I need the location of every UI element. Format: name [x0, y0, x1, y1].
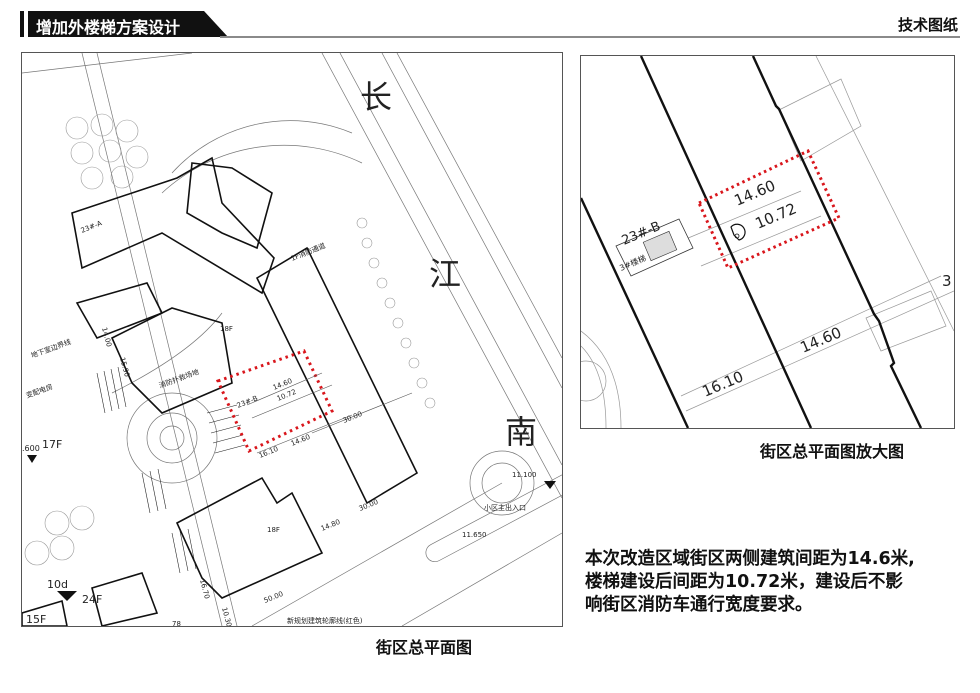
label-23b: 23#-B: [236, 394, 259, 410]
description-note: 本次改造区域街区两侧建筑间距为14.6米, 楼梯建设后间距为10.72米，建设后…: [585, 548, 965, 617]
elevation-marker-icon: [57, 591, 77, 601]
note-line: 响街区消防车通行宽度要求。: [585, 595, 813, 615]
label-24f: 24F: [82, 593, 102, 606]
zoomed-plan-drawing: 3#楼梯 14.60 10.72 23#-B 14.60 16.10 3: [580, 55, 955, 429]
label-23a: 23#-A: [80, 219, 104, 235]
label-10d: 10d: [47, 578, 68, 591]
elev-600: .600: [22, 444, 40, 453]
note-line: 楼梯建设后间距为10.72米，建设后不影: [585, 572, 903, 592]
site-plan-drawing: 长 江 南 14.60 10.72 16.10 14.60 30.00 30.0…: [21, 52, 563, 627]
dimension-lines: [246, 372, 413, 454]
dim-15-90: 15.90: [118, 356, 131, 377]
site-plan-caption: 街区总平面图: [376, 638, 473, 657]
header-divider: [220, 36, 960, 38]
elev-11-100: 11.100: [512, 471, 537, 479]
road-char-2: 江: [429, 255, 461, 293]
dim-14-60-label: 14.60: [798, 323, 845, 356]
page-title: 增加外楼梯方案设计: [36, 18, 181, 37]
label-15f: 15F: [26, 613, 46, 626]
dim-14-80: 14.80: [320, 518, 342, 533]
spiral-stair-icon: [730, 223, 746, 241]
header-title-tab: 增加外楼梯方案设计: [28, 11, 228, 37]
dim-16-10: 16.10: [258, 445, 280, 460]
parking-stalls: [96, 366, 246, 574]
elevation-marker-icon: [544, 481, 556, 489]
trees: [24, 113, 436, 566]
zoom-plan-caption: 街区总平面图放大图: [760, 442, 905, 461]
label-18f: 18F: [220, 325, 233, 333]
elevation-marker-icon: [27, 455, 37, 463]
fire-lane-label: 消防扑救场地: [158, 367, 201, 390]
dim-16-70: 16.70: [198, 578, 211, 599]
elev-11-650: 11.650: [462, 531, 487, 539]
redline-label: 新规划建筑轮廓线(红色): [287, 616, 363, 625]
dim-78: 78: [172, 620, 181, 626]
zoom-labels: 14.60 10.72 23#-B 14.60 16.10 3: [620, 176, 952, 400]
dim-30-00-b: 30.00: [358, 498, 380, 513]
road-char-3: 南: [505, 413, 537, 451]
gap-existing-label: 14.60: [732, 176, 779, 209]
dim-partial-label: 3: [942, 272, 952, 290]
road-char-1: 长: [360, 78, 392, 116]
section-label: 技术图纸: [897, 16, 958, 34]
fire-lane-2-label: 1F消防通道: [289, 241, 326, 263]
site-plan-svg: 长 江 南 14.60 10.72 16.10 14.60 30.00 30.0…: [22, 53, 562, 626]
thin-lines: [581, 56, 954, 428]
power-room-label: 变配电房: [25, 382, 54, 400]
map-labels: 长 江 南 14.60 10.72 16.10 14.60 30.00 30.0…: [22, 78, 556, 626]
dim-14-60-b: 14.60: [290, 433, 312, 448]
dim-10-30: 10.30: [220, 606, 233, 626]
dim-50-00: 50.00: [263, 590, 285, 605]
building-outlines: [22, 156, 419, 626]
underground-label: 地下室边界线: [30, 337, 73, 360]
header-accent-bar: [20, 11, 24, 37]
building-walls: [581, 56, 923, 428]
entrance-label: 小区主出入口: [484, 503, 526, 512]
zoomed-plan-svg: 3#楼梯 14.60 10.72 23#-B 14.60 16.10 3: [581, 56, 954, 428]
road-lines: [22, 53, 562, 626]
dim-30-00: 30.00: [342, 410, 364, 425]
label-17f: 17F: [42, 438, 62, 451]
dim-14-00: 14.00: [100, 326, 113, 347]
highlight-region-site: [215, 349, 334, 454]
stair-symbol: 3#楼梯: [615, 218, 694, 277]
note-line: 本次改造区域街区两侧建筑间距为14.6米,: [585, 549, 915, 569]
dim-16-10-label: 16.10: [700, 367, 747, 400]
label-18f-b: 18F: [267, 526, 280, 534]
